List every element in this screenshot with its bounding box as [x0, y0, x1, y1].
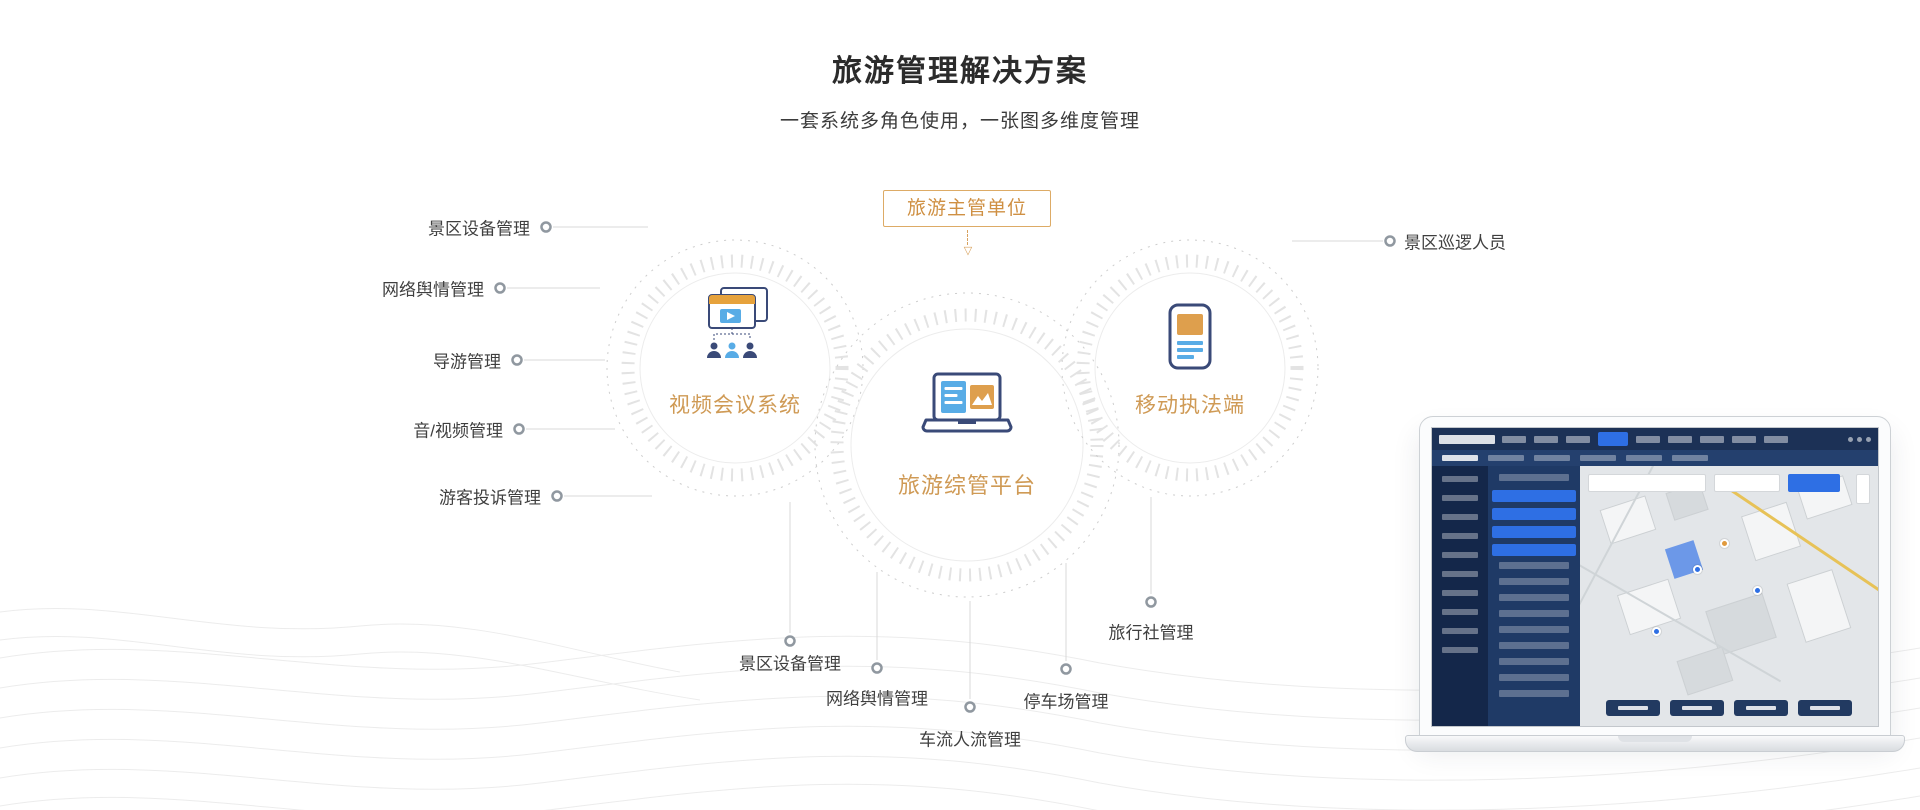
- video-conference-icon: [707, 287, 768, 358]
- dashboard-logo: [1439, 434, 1495, 444]
- dashboard-body: [1432, 466, 1878, 726]
- authority-box: 旅游主管单位: [883, 190, 1051, 227]
- tree-panel-row: [1499, 562, 1569, 569]
- sidebar-menu-bar: [1442, 628, 1478, 634]
- label-bottom-traffic-flow-mgmt: 车流人流管理: [919, 730, 1021, 750]
- dashboard-menu-item: [1668, 435, 1692, 443]
- dashboard-subheader: [1432, 450, 1878, 466]
- tree-panel-row: [1492, 544, 1576, 556]
- label-bottom-travel-agency-mgmt: 旅行社管理: [1108, 623, 1194, 643]
- node-label-mobile-terminal: 移动执法端: [1135, 394, 1245, 417]
- video-node-rings: [606, 239, 864, 497]
- tree-panel-row: [1499, 690, 1569, 697]
- laptop-base: [1405, 735, 1905, 752]
- sidebar-menu-bar: [1442, 514, 1478, 520]
- map-marker-orange: [1720, 538, 1730, 548]
- map-bottom-toolbar: [1606, 700, 1852, 716]
- tree-panel-row: [1492, 508, 1576, 520]
- map-zoom-control: [1856, 474, 1870, 504]
- tree-panel-row: [1499, 610, 1569, 617]
- sidebar-menu-bar: [1442, 590, 1478, 596]
- label-bottom-network-opinion-mgmt: 网络舆情管理: [826, 689, 928, 709]
- dashboard-menu-item: [1566, 435, 1590, 443]
- map-search-button: [1788, 474, 1840, 492]
- dashboard-menu-item: [1764, 435, 1788, 443]
- dashboard-header-dots: [1848, 436, 1871, 442]
- dashboard-map: [1580, 466, 1878, 726]
- map-tool-button: [1606, 700, 1660, 716]
- dashboard-top-menu: [1502, 432, 1841, 446]
- sidebar-menu-bar: [1442, 476, 1478, 482]
- sidebar-menu-bar: [1442, 647, 1478, 653]
- map-building: [1705, 593, 1777, 657]
- map-filter-dropdown: [1588, 474, 1706, 492]
- connector-lines: [507, 226, 1383, 699]
- dashboard-tree-panel: [1488, 466, 1580, 726]
- laptop-mockup: [1405, 416, 1905, 762]
- map-marker-blue: [1651, 627, 1661, 637]
- tree-panel-row: [1499, 594, 1569, 601]
- dashboard-subtab: [1442, 455, 1478, 461]
- tree-panel-row: [1499, 474, 1569, 481]
- connector-dots: [494, 221, 1396, 713]
- laptop-bezel: [1419, 416, 1891, 736]
- laptop-platform-icon: [921, 372, 1013, 433]
- label-scenic-patrol-staff: 景区巡逻人员: [1404, 233, 1506, 253]
- laptop-notch: [1618, 736, 1692, 742]
- tree-panel-row: [1492, 490, 1576, 502]
- arrow-down-icon: ▽: [963, 245, 973, 257]
- dashboard-menu-item: [1534, 435, 1558, 443]
- dashboard-menu-item: [1598, 432, 1628, 446]
- dashboard-screenshot: [1431, 427, 1879, 727]
- dashboard-menu-item: [1636, 435, 1660, 443]
- page-subtitle: 一套系统多角色使用，一张图多维度管理: [779, 111, 1141, 132]
- dashboard-menu-item: [1502, 435, 1526, 443]
- dashboard-subtab: [1626, 455, 1662, 461]
- dashboard-menu-item: [1732, 435, 1756, 443]
- page-title: 旅游管理解决方案: [832, 55, 1088, 88]
- tree-panel-row: [1499, 674, 1569, 681]
- tree-panel-row: [1499, 658, 1569, 665]
- sidebar-menu-bar: [1442, 552, 1478, 558]
- label-guide-mgmt: 导游管理: [433, 352, 501, 372]
- tree-panel-row: [1499, 626, 1569, 633]
- node-label-platform: 旅游综管平台: [897, 473, 1037, 498]
- sidebar-menu-bar: [1442, 609, 1478, 615]
- tree-panel-row: [1492, 526, 1576, 538]
- dashboard-subtab: [1488, 455, 1524, 461]
- map-marker-blue: [1693, 564, 1703, 574]
- tree-panel-row: [1499, 642, 1569, 649]
- label-audio-video-mgmt: 音/视频管理: [413, 421, 503, 441]
- label-scenic-device-mgmt: 景区设备管理: [428, 219, 530, 239]
- map-building: [1786, 569, 1851, 644]
- label-network-opinion-mgmt: 网络舆情管理: [382, 280, 484, 300]
- dashboard-header: [1432, 428, 1878, 450]
- map-tool-button: [1734, 700, 1788, 716]
- map-building: [1599, 495, 1656, 546]
- dashboard-header-dot: [1848, 436, 1853, 442]
- dashboard-sidebar: [1432, 466, 1488, 726]
- map-marker-blue: [1752, 585, 1762, 595]
- authority-arrow-line: [967, 230, 968, 245]
- map-tool-button: [1798, 700, 1852, 716]
- dashboard-subtab: [1580, 455, 1616, 461]
- label-tourist-complaint-mgmt: 游客投诉管理: [439, 488, 541, 508]
- platform-node-rings: [814, 292, 1120, 598]
- sidebar-menu-bar: [1442, 571, 1478, 577]
- dashboard-header-dot: [1857, 436, 1862, 442]
- map-tool-button: [1670, 700, 1724, 716]
- label-bottom-scenic-device-mgmt: 景区设备管理: [739, 654, 841, 674]
- dashboard-subtab: [1534, 455, 1570, 461]
- sidebar-menu-bar: [1442, 495, 1478, 501]
- tree-panel-row: [1499, 578, 1569, 585]
- mobile-terminal-icon: [1168, 303, 1212, 370]
- label-bottom-parking-mgmt: 停车场管理: [1023, 692, 1109, 712]
- map-search-box: [1714, 474, 1780, 492]
- node-label-video-system: 视频会议系统: [669, 394, 801, 417]
- dashboard-header-dot: [1866, 436, 1871, 442]
- dashboard-subtab: [1672, 455, 1708, 461]
- sidebar-menu-bar: [1442, 533, 1478, 539]
- dashboard-menu-item: [1700, 435, 1724, 443]
